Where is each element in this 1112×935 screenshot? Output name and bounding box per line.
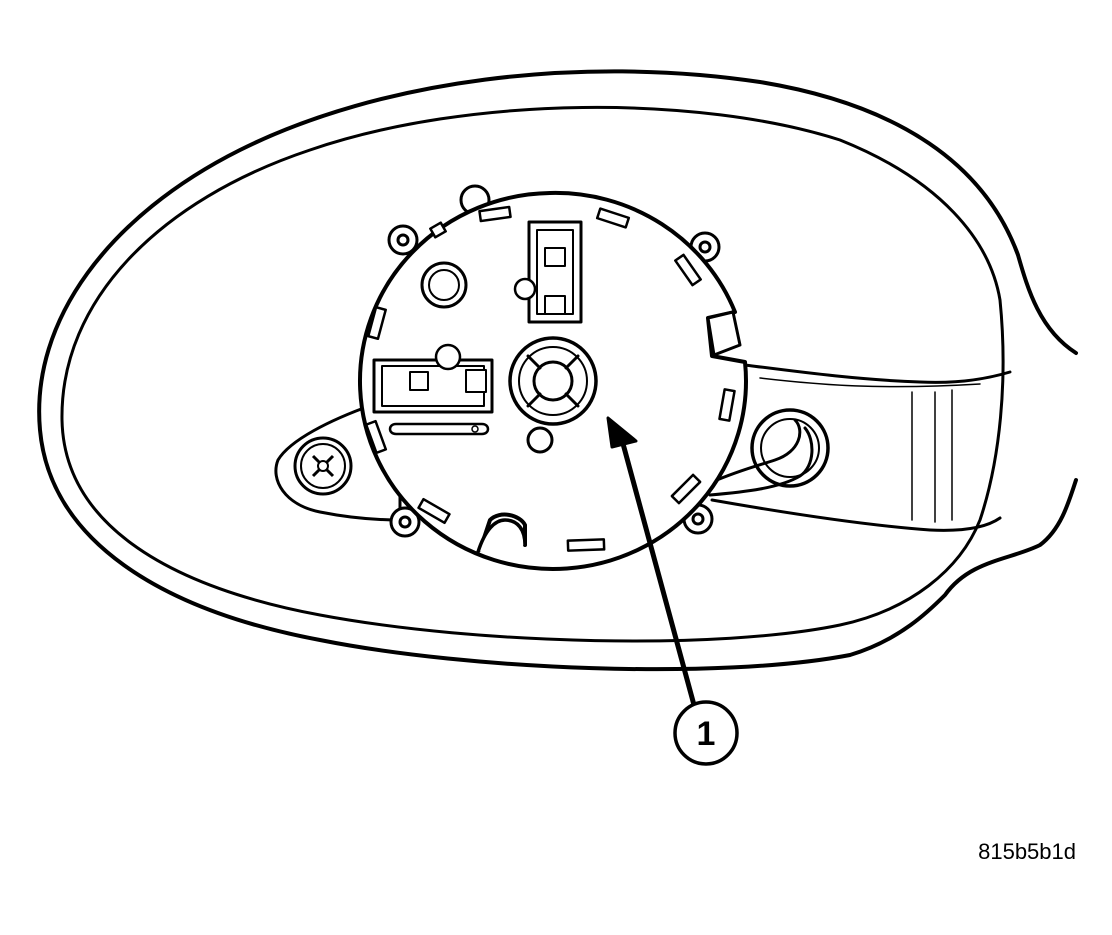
callout-number: 1 [697, 715, 716, 753]
perimeter-slots [364, 205, 736, 552]
motor-bottom-notch [476, 518, 527, 554]
pivot-boss-inner [428, 269, 460, 301]
housing-outer-edge [37, 69, 1078, 672]
callout-arrow-head [606, 416, 638, 449]
small-hole [526, 426, 554, 454]
callout-1: 1 [606, 416, 739, 766]
callout-circle [673, 700, 739, 766]
wire-grommet-inner [760, 418, 820, 478]
upper-electrical-connector [513, 220, 583, 324]
wire-grommet [750, 408, 830, 488]
mirror-motor [357, 184, 748, 571]
screw-head-rim [300, 443, 346, 489]
figure-code: 815b5b1d [978, 839, 1076, 864]
left-electrical-connector [372, 343, 494, 436]
torx-icon [311, 454, 335, 478]
motor-side-tab [706, 310, 742, 357]
mirror-glass-edge [60, 105, 1005, 643]
mirror-housing [37, 69, 1078, 672]
mounting-arm-top [743, 363, 1012, 384]
arm-shading-line-4 [759, 377, 981, 388]
wire-harness-2 [708, 426, 814, 497]
wire-harness [710, 418, 802, 484]
drive-hub [508, 336, 598, 426]
callout-arrow-line [619, 439, 697, 706]
mounting-arm-bottom [710, 498, 1002, 532]
